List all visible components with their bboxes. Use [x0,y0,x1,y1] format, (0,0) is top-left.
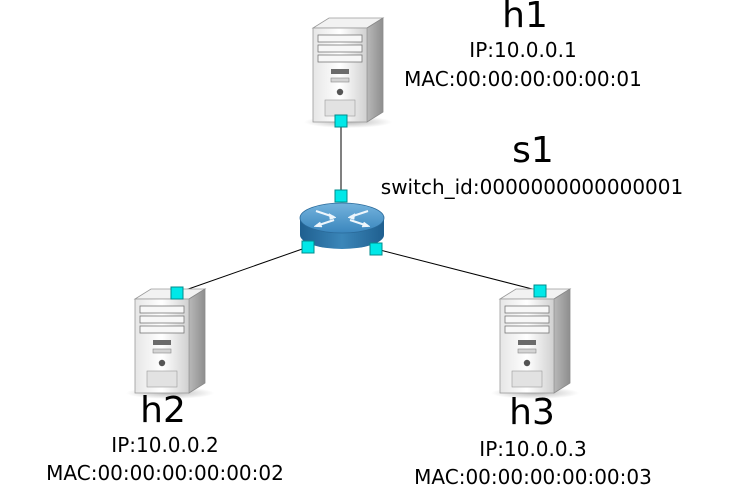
port-s1-h2[interactable] [301,240,315,254]
port-h1-s1[interactable] [334,114,348,128]
port-h3-s1[interactable] [533,284,547,298]
server-tower-icon[interactable] [125,288,215,400]
switch-s1-id: switch_id:0000000000000001 [380,175,684,199]
host-h3-name: h3 [509,392,555,433]
link-s1-h2 [176,246,309,294]
host-h2-ip: IP:10.0.0.2 [111,433,219,457]
port-h2-s1[interactable] [170,286,184,300]
host-h3-mac: MAC:00:00:00:00:00:03 [414,465,652,489]
host-h1-ip: IP:10.0.0.1 [469,38,577,62]
port-s1-h3[interactable] [369,242,383,256]
host-h2-mac: MAC:00:00:00:00:00:02 [46,461,284,485]
switch-s1-name: s1 [512,130,554,171]
server-tower-icon[interactable] [303,17,393,129]
server-tower-icon[interactable] [490,288,580,400]
host-h3-ip: IP:10.0.0.3 [479,437,587,461]
host-h2-name: h2 [140,390,186,431]
link-s1-h3 [375,248,541,292]
host-h1-name: h1 [502,0,548,36]
router-switch-icon[interactable] [299,202,385,249]
host-h1-mac: MAC:00:00:00:00:00:01 [404,67,642,91]
port-s1-h1[interactable] [334,189,348,203]
